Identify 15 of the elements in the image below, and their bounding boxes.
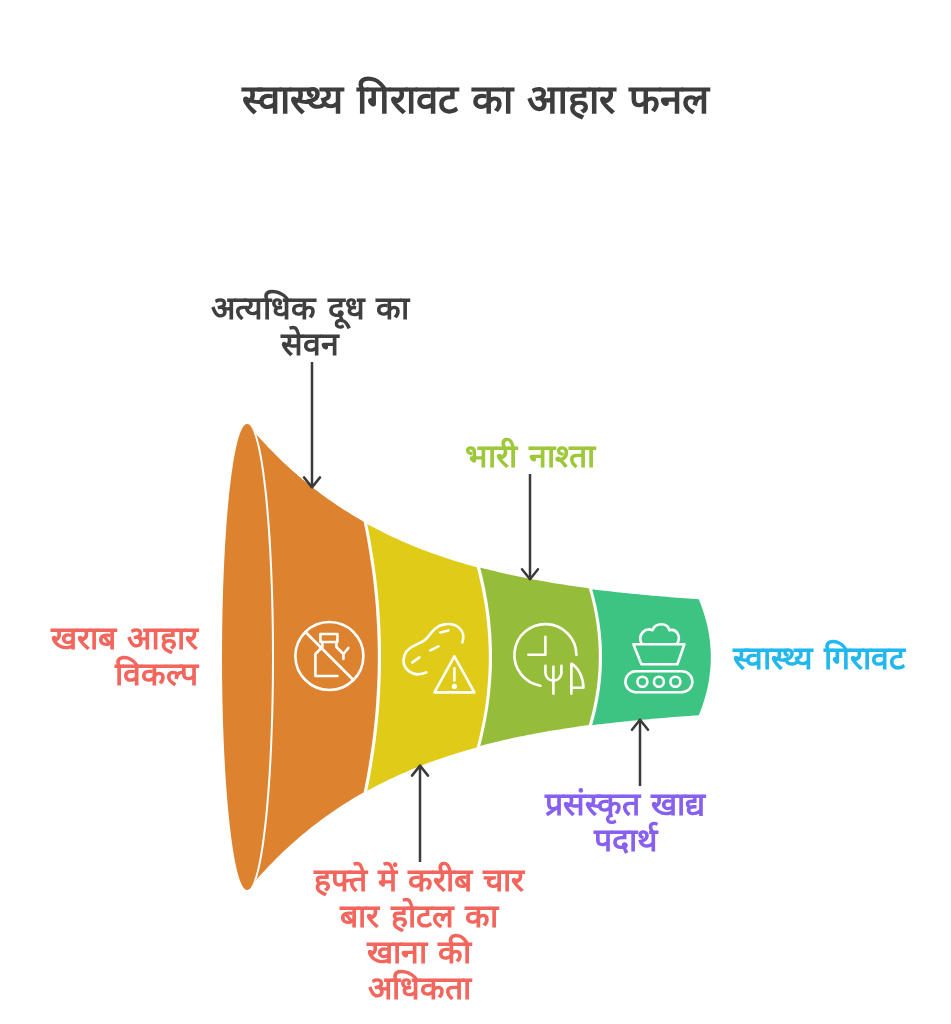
funnel-mouth xyxy=(222,424,272,890)
title: स्वास्थ्य गिरावट का आहार फनल xyxy=(240,75,712,124)
arrow xyxy=(410,764,430,862)
arrow xyxy=(520,474,540,581)
arrow xyxy=(302,362,322,489)
arrow xyxy=(630,718,650,786)
callout-text: अत्यधिक दूध का सेवन xyxy=(195,290,425,362)
callout-text: भारी नाश्ता xyxy=(430,438,630,474)
input-label: खराब आहार विकल्प xyxy=(49,620,198,692)
callout-text: हफ्ते में करीब चार बार होटल का खाना की अधिकता xyxy=(312,862,526,1006)
funnel-segment xyxy=(366,522,489,792)
funnel-segment xyxy=(479,567,599,747)
callout-text: प्रसंस्कृत खाद्य पदार्थ xyxy=(530,786,720,858)
funnel-segment xyxy=(591,588,711,726)
output-label: स्वास्थ्य गिरावट xyxy=(733,640,907,676)
